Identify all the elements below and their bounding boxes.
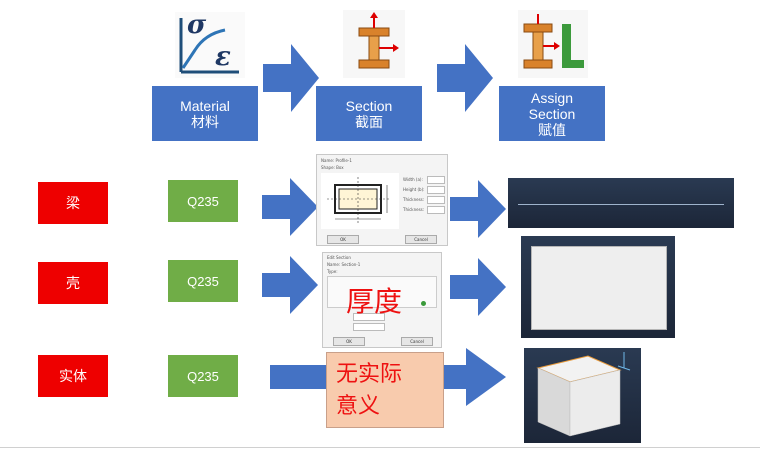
sigma-symbol: σ xyxy=(187,10,207,40)
beam-cancel-button[interactable]: Cancel xyxy=(405,235,437,244)
arrow-section-to-assign xyxy=(437,44,493,112)
assign-step-label-2: Section xyxy=(528,105,576,122)
solid-viewport xyxy=(524,348,641,443)
beam-field3-label: Thickness: xyxy=(403,197,425,202)
beam-name-label: Name: xyxy=(321,158,335,163)
material-step-label: Material xyxy=(180,97,230,114)
shell-material-label: Q235 xyxy=(168,260,238,302)
section-step-label-cn: 截面 xyxy=(355,113,383,130)
i-beam-section-icon xyxy=(358,12,399,69)
shell-name-row: Name: Section-1 xyxy=(327,262,360,267)
beam-line xyxy=(518,204,724,205)
beam-field2-input[interactable] xyxy=(427,186,445,194)
beam-ok-button[interactable]: OK xyxy=(327,235,359,244)
beam-shape-label: Shape: xyxy=(321,165,335,170)
beam-name-value: Profile-1 xyxy=(335,158,352,163)
beam-field3-input[interactable] xyxy=(427,196,445,204)
material-step-label-cn: 材料 xyxy=(191,113,219,130)
shell-cancel-button[interactable]: Cancel xyxy=(401,337,433,346)
beam-field1-input[interactable] xyxy=(427,176,445,184)
beam-viewport xyxy=(508,178,734,228)
shell-name-label: Name: xyxy=(327,262,341,267)
arrow-beam-material-to-section xyxy=(262,178,318,236)
beam-material-label: Q235 xyxy=(168,180,238,222)
shell-viewport xyxy=(521,236,675,338)
epsilon-symbol: ε xyxy=(215,42,231,72)
shell-type-label: 壳 xyxy=(38,262,108,304)
section-step-box: Section 截面 xyxy=(316,86,422,141)
shell-dialog-title: Edit Section xyxy=(327,255,351,260)
solid-material-label: Q235 xyxy=(168,355,238,397)
shell-help-icon[interactable] xyxy=(421,301,426,306)
assign-section-icon xyxy=(518,10,588,78)
box-profile-sketch xyxy=(321,173,399,229)
beam-shape-row: Shape: Box xyxy=(321,165,344,170)
arrow-beam-section-to-view xyxy=(450,180,506,238)
assign-step-label-cn: 赋值 xyxy=(538,121,566,138)
beam-type-label: 梁 xyxy=(38,182,108,224)
beam-field1-label: Width (a): xyxy=(403,177,423,182)
beam-shape-value: Box xyxy=(336,165,344,170)
shell-integration-input[interactable] xyxy=(353,323,385,331)
shell-options-panel xyxy=(327,276,437,308)
solid-block-render xyxy=(536,352,631,437)
section-step-label: Section xyxy=(345,97,393,114)
beam-field4-input[interactable] xyxy=(427,206,445,214)
beam-field4-label: Thickness: xyxy=(403,207,425,212)
thickness-annotation: 厚度 xyxy=(346,285,403,318)
material-icon: σ ε xyxy=(175,10,245,78)
shell-thickness-input[interactable] xyxy=(353,313,385,321)
solid-note-line2: 意义 xyxy=(336,394,381,419)
solid-no-meaning-box xyxy=(326,352,444,428)
assign-section-step-box: Assign Section 赋值 xyxy=(499,86,605,141)
arrow-shell-material-to-section xyxy=(262,256,318,314)
arrow-shell-section-to-view xyxy=(450,258,506,316)
beam-field2-label: Height (b): xyxy=(403,187,425,192)
assign-i-beam-icon xyxy=(523,14,584,69)
stress-strain-curve-icon xyxy=(179,18,239,74)
beam-profile-dialog: Name: Profile-1 Shape: Box Width (a): He… xyxy=(316,154,448,246)
shell-ok-button[interactable]: OK xyxy=(333,337,365,346)
shell-name-value: Section-1 xyxy=(341,262,361,267)
section-icon xyxy=(343,10,405,78)
shell-plate xyxy=(531,246,667,330)
beam-dialog-titlebar: Name: Profile-1 xyxy=(321,158,352,163)
assign-step-label-1: Assign xyxy=(530,89,574,106)
arrow-material-to-section xyxy=(263,44,319,112)
shell-section-dialog: Edit Section Name: Section-1 Type: OK Ca… xyxy=(322,252,442,348)
solid-type-label: 实体 xyxy=(38,355,108,397)
solid-note-line1: 无实际 xyxy=(336,362,403,387)
shell-type-row-label: Type: xyxy=(327,269,338,274)
slide-bottom-border xyxy=(0,447,760,448)
material-step-box: Material 材料 xyxy=(152,86,258,141)
